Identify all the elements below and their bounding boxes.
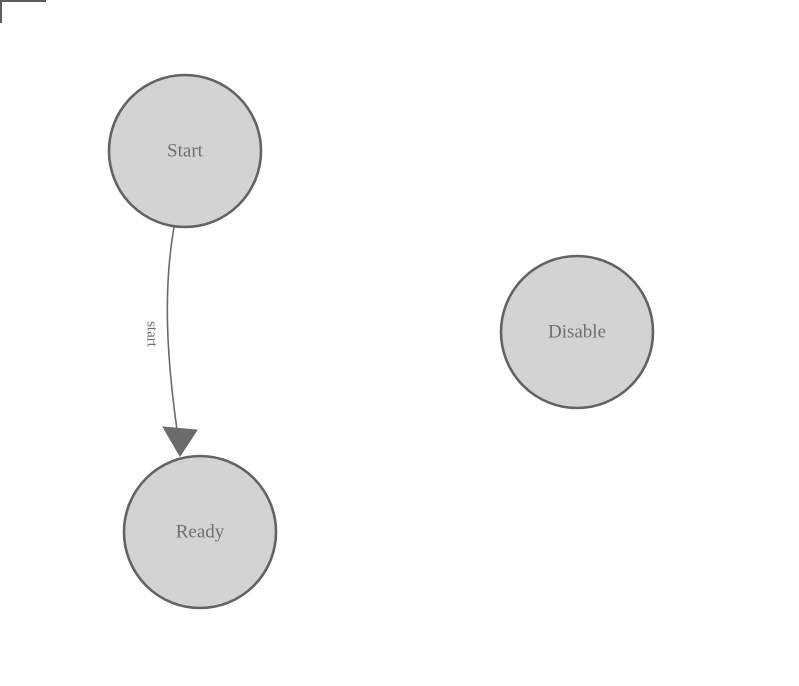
state-circle: [499, 254, 655, 410]
state-label: Disable: [548, 322, 606, 343]
state-circle: [107, 73, 263, 229]
state-label: Ready: [176, 522, 225, 543]
state-circle: [122, 454, 278, 610]
arrowhead-icon: [162, 426, 198, 457]
transition-label: start: [144, 321, 160, 348]
transition-path: [166, 226, 181, 451]
state-label: Start: [167, 141, 204, 162]
state-node-disable[interactable]: Disable: [499, 254, 655, 410]
canvas-corner-mark: [0, 0, 46, 23]
state-node-ready[interactable]: Ready: [122, 454, 278, 610]
state-node-start[interactable]: Start: [107, 73, 263, 229]
transition-start-to-ready[interactable]: start: [144, 226, 198, 457]
